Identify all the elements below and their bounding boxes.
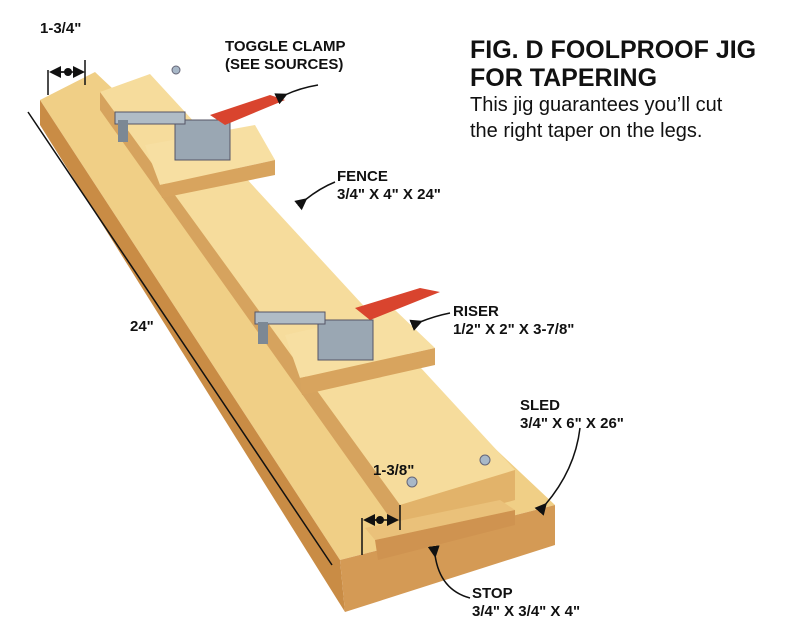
figure-subtitle: This jig guarantees you’ll cut the right …: [470, 92, 722, 144]
label-dims: 3/4" X 6" X 26": [520, 415, 624, 432]
label-name: FENCE: [337, 168, 388, 185]
toggle-clamp-2: [254, 288, 440, 361]
screw-icon: [479, 454, 491, 466]
dimension-front-width: 1-3/8": [373, 462, 415, 479]
subtitle-line-1: This jig guarantees you’ll cut: [470, 94, 723, 116]
title-line-2: FOR TAPERING: [470, 64, 658, 92]
label-name: SLED: [520, 397, 561, 414]
label-note: (SEE SOURCES): [225, 56, 344, 73]
label-name: RISER: [453, 303, 499, 320]
screw-icon: [171, 65, 181, 75]
label-dims: 3/4" X 4" X 24": [337, 186, 441, 203]
subtitle-line-2: the right taper on the legs.: [470, 120, 703, 142]
title-line-1: FIG. D FOOLPROOF JIG: [470, 36, 757, 64]
label-dims: 3/4" X 3/4" X 4": [472, 603, 581, 620]
dimension-length: 24": [130, 318, 154, 335]
toggle-clamp-1: [114, 95, 285, 161]
screw-icon: [406, 476, 418, 488]
toggle-clamp-label: TOGGLE CLAMP(SEE SOURCES): [225, 38, 346, 74]
label-name: STOP: [472, 585, 513, 602]
label-name: TOGGLE CLAMP: [225, 38, 346, 55]
stop: [365, 500, 515, 560]
dimension-lines: [27, 60, 581, 599]
dimension-back-width: 1-3/4": [40, 20, 82, 37]
label-dims: 1/2" X 2" X 3-7/8": [453, 321, 575, 338]
